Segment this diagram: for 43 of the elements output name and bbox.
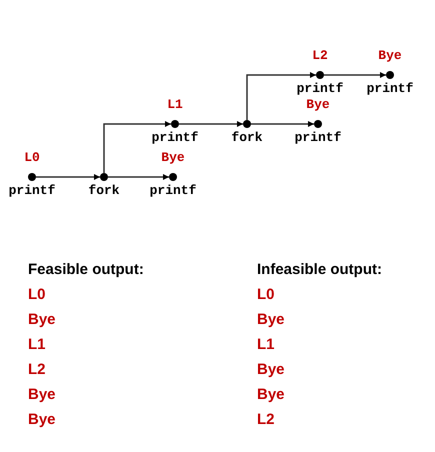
node-dot bbox=[28, 173, 36, 181]
output-line: Bye bbox=[257, 361, 285, 379]
node-dot bbox=[100, 173, 108, 181]
output-line: L0 bbox=[257, 286, 275, 304]
node-dot bbox=[316, 71, 324, 79]
call-label: fork bbox=[88, 184, 120, 198]
output-line: Bye bbox=[257, 311, 285, 329]
output-line: Bye bbox=[28, 311, 56, 329]
node-dot bbox=[386, 71, 394, 79]
call-label: fork bbox=[231, 131, 263, 145]
call-label: printf bbox=[8, 184, 56, 198]
column-heading: Infeasible output: bbox=[257, 261, 382, 279]
output-line: Bye bbox=[28, 411, 56, 429]
node-dot bbox=[314, 120, 322, 128]
node-dot bbox=[171, 120, 179, 128]
output-line: L2 bbox=[28, 361, 46, 379]
output-line: L1 bbox=[28, 336, 46, 354]
output-label: L0 bbox=[24, 151, 40, 165]
output-label: Bye bbox=[306, 98, 330, 112]
arrow bbox=[179, 121, 243, 127]
column-heading: Feasible output: bbox=[28, 261, 144, 279]
output-line: Bye bbox=[28, 386, 56, 404]
arrow bbox=[251, 121, 314, 127]
output-label: Bye bbox=[161, 151, 185, 165]
arrow bbox=[324, 72, 386, 78]
output-line: L1 bbox=[257, 336, 275, 354]
arrow bbox=[246, 72, 316, 120]
arrow bbox=[103, 121, 171, 173]
call-label: printf bbox=[152, 131, 198, 145]
output-label: Bye bbox=[378, 49, 402, 63]
call-label: printf bbox=[296, 82, 344, 96]
node-dot bbox=[243, 120, 251, 128]
node-dot bbox=[169, 173, 177, 181]
output-label: L1 bbox=[167, 98, 183, 112]
output-label: L2 bbox=[312, 49, 328, 63]
output-line: Bye bbox=[257, 386, 285, 404]
output-line: L0 bbox=[28, 286, 46, 304]
call-label: printf bbox=[150, 184, 196, 198]
call-label: printf bbox=[366, 82, 414, 96]
output-line: L2 bbox=[257, 411, 275, 429]
arrow bbox=[36, 174, 100, 180]
call-label: printf bbox=[294, 131, 342, 145]
arrow bbox=[108, 174, 169, 180]
